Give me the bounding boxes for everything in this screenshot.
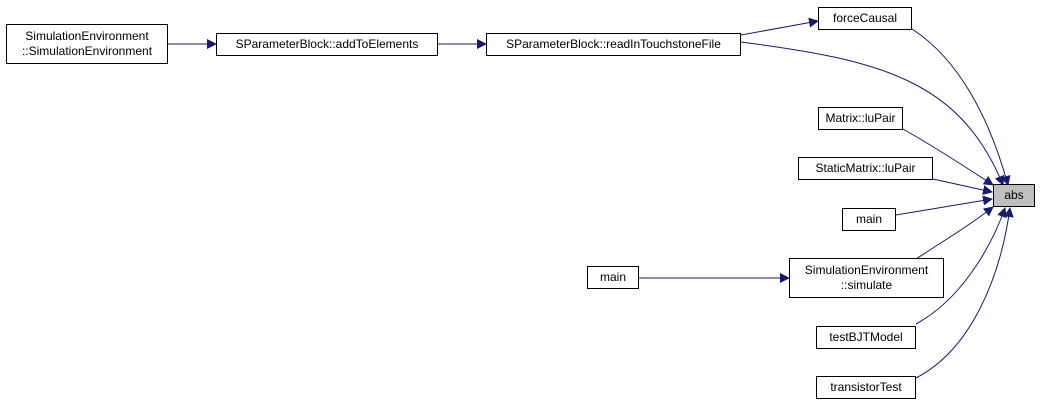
node-label-line: SimulationEnvironment [804, 263, 929, 277]
edge-read-touchstone-to-force-causal [740, 17, 819, 36]
edge-matrix-lupair-to-abs [902, 128, 994, 186]
node-main-1[interactable]: main [842, 208, 896, 231]
node-label: SParameterBlock::readInTouchstoneFile [506, 37, 721, 51]
node-static-matrix-lupair[interactable]: StaticMatrix::luPair [798, 157, 933, 180]
node-label: forceCausal [832, 11, 898, 25]
node-label-line: ::SimulationEnvironment [21, 44, 153, 58]
node-simulation-environment-constructor[interactable]: SimulationEnvironment ::SimulationEnviro… [6, 24, 168, 64]
edge-read-touchstone-to-abs [740, 41, 1005, 186]
edge-static-matrix-lupair-to-abs [932, 178, 993, 195]
node-matrix-lupair[interactable]: Matrix::luPair [818, 107, 903, 130]
node-label: StaticMatrix::luPair [815, 161, 916, 175]
node-main-2[interactable]: main [587, 266, 639, 289]
node-test-bjt-model[interactable]: testBJTModel [816, 326, 916, 349]
edge-test-bjt-to-abs [915, 207, 1007, 325]
node-force-causal[interactable]: forceCausal [818, 7, 912, 30]
node-label: testBJTModel [829, 330, 903, 344]
node-label-line: SimulationEnvironment [25, 29, 149, 43]
node-label: main [855, 212, 882, 226]
node-label: SParameterBlock::addToElements [235, 37, 419, 51]
node-abs-root: abs [993, 184, 1035, 207]
node-simulation-environment-simulate[interactable]: SimulationEnvironment ::simulate [789, 258, 944, 298]
node-label-line: ::simulate [840, 278, 893, 292]
edge-force-causal-to-abs [911, 28, 1011, 186]
node-read-in-touchstone-file[interactable]: SParameterBlock::readInTouchstoneFile [486, 33, 741, 56]
edge-transistor-test-to-abs [915, 207, 1014, 379]
edge-main-1-to-abs [895, 195, 993, 216]
node-transistor-test[interactable]: transistorTest [816, 376, 916, 399]
node-add-to-elements[interactable]: SParameterBlock::addToElements [216, 33, 438, 56]
edge-sim-simulate-to-abs [915, 206, 994, 260]
node-label: abs [1004, 188, 1024, 202]
node-label: transistorTest [830, 380, 902, 394]
node-label: main [599, 270, 626, 284]
node-label: Matrix::luPair [825, 111, 896, 125]
